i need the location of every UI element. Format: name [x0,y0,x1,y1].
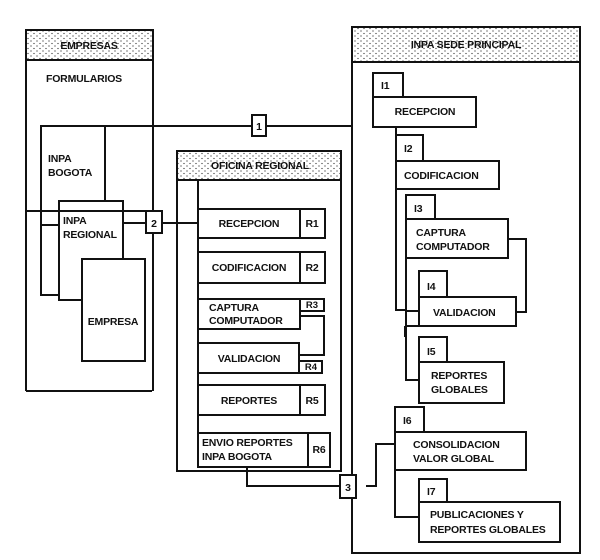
r4-label: VALIDACION [218,353,281,365]
step-i6: I6 CONSOLIDACION VALOR GLOBAL [394,406,527,471]
i6-label-line1: CONSOLIDACION [413,439,500,451]
step-r2: CODIFICACION R2 [197,251,326,284]
step-i1: I1 RECEPCION [372,72,477,128]
r2-label: CODIFICACION [212,262,287,274]
oficina-regional-panel: OFICINA REGIONAL RECEPCION R1 CODIFICACI… [176,150,342,472]
empresas-title: EMPRESAS [60,40,118,52]
inpa-sede-title: INPA SEDE PRINCIPAL [411,39,522,51]
inpa-bogota-line2: BOGOTA [48,167,93,179]
inpa-sede-panel: INPA SEDE PRINCIPAL I1 RECEPCION I2 CODI… [351,26,581,554]
connector-badge-3: 3 [339,474,357,499]
r6-label-line1: ENVIO REPORTES [202,437,293,449]
step-i3: I3 CAPTURA COMPUTADOR [405,194,527,313]
i7-label-line2: REPORTES GLOBALES [430,524,546,536]
oficina-regional-title: OFICINA REGIONAL [211,160,310,172]
step-r6: ENVIO REPORTES INPA BOGOTA R6 [197,432,331,468]
i5-label-line1: REPORTES [431,370,487,382]
i2-label: CODIFICACION [404,170,479,182]
empresa-node: EMPRESA [81,258,146,362]
r6-code: R6 [312,444,325,456]
r3-label-line2: COMPUTADOR [209,315,283,327]
i4-label: VALIDACION [433,307,496,319]
i6-code: I6 [403,415,412,427]
i7-code: I7 [427,486,436,498]
badge-3-label: 3 [345,482,351,494]
r2-code: R2 [305,262,318,274]
i4-code: I4 [427,281,436,293]
step-i5: I5 REPORTES GLOBALES [418,336,505,404]
connector-3-to-i6 [366,443,395,487]
i1-code: I1 [381,80,390,92]
connector-badge-2: 2 [145,210,163,234]
inpa-regional-node: INPA REGIONAL [41,200,124,301]
formularios-label: FORMULARIOS [46,73,122,85]
step-r4: VALIDACION R4 [197,342,323,374]
step-i4: I4 VALIDACION [418,270,517,327]
step-i7: I7 PUBLICACIONES Y REPORTES GLOBALES [418,478,561,543]
r5-label: REPORTES [221,395,277,407]
i5-code: I5 [427,346,436,358]
step-i2: I2 CODIFICACION [395,134,500,190]
badge-2-label: 2 [151,218,157,230]
i3-code: I3 [414,203,423,215]
badge-1-label: 1 [256,121,262,133]
i3-label-line2: COMPUTADOR [416,241,490,253]
r4-code: R4 [305,362,318,373]
i5-label-line2: GLOBALES [431,384,488,396]
r6-label-line2: INPA BOGOTA [202,451,273,463]
empresas-panel: EMPRESAS FORMULARIOS [25,29,154,392]
connector-r6-to-3 [246,467,341,487]
i7-label-line1: PUBLICACIONES Y [430,509,524,521]
r5-code: R5 [305,395,318,407]
inpa-bogota-line1: INPA [48,153,72,165]
i1-label: RECEPCION [395,106,456,118]
i2-code: I2 [404,143,413,155]
empresa-label: EMPRESA [88,316,139,328]
inpa-regional-line2: REGIONAL [63,229,118,241]
step-r3: CAPTURA COMPUTADOR R3 [197,298,325,356]
i3-label-line1: CAPTURA [416,227,467,239]
inpa-sede-header [351,26,581,63]
r3-code: R3 [306,300,318,311]
step-r5: REPORTES R5 [197,384,326,416]
inpa-regional-line1: INPA [63,215,87,227]
connector-badge-1: 1 [251,114,267,137]
step-r1: RECEPCION R1 [197,208,326,239]
r3-label-line1: CAPTURA [209,302,260,314]
r1-label: RECEPCION [219,218,280,230]
oficina-regional-header [176,150,342,181]
r1-code: R1 [305,218,318,230]
empresas-header [25,29,154,61]
i6-label-line2: VALOR GLOBAL [413,453,495,465]
